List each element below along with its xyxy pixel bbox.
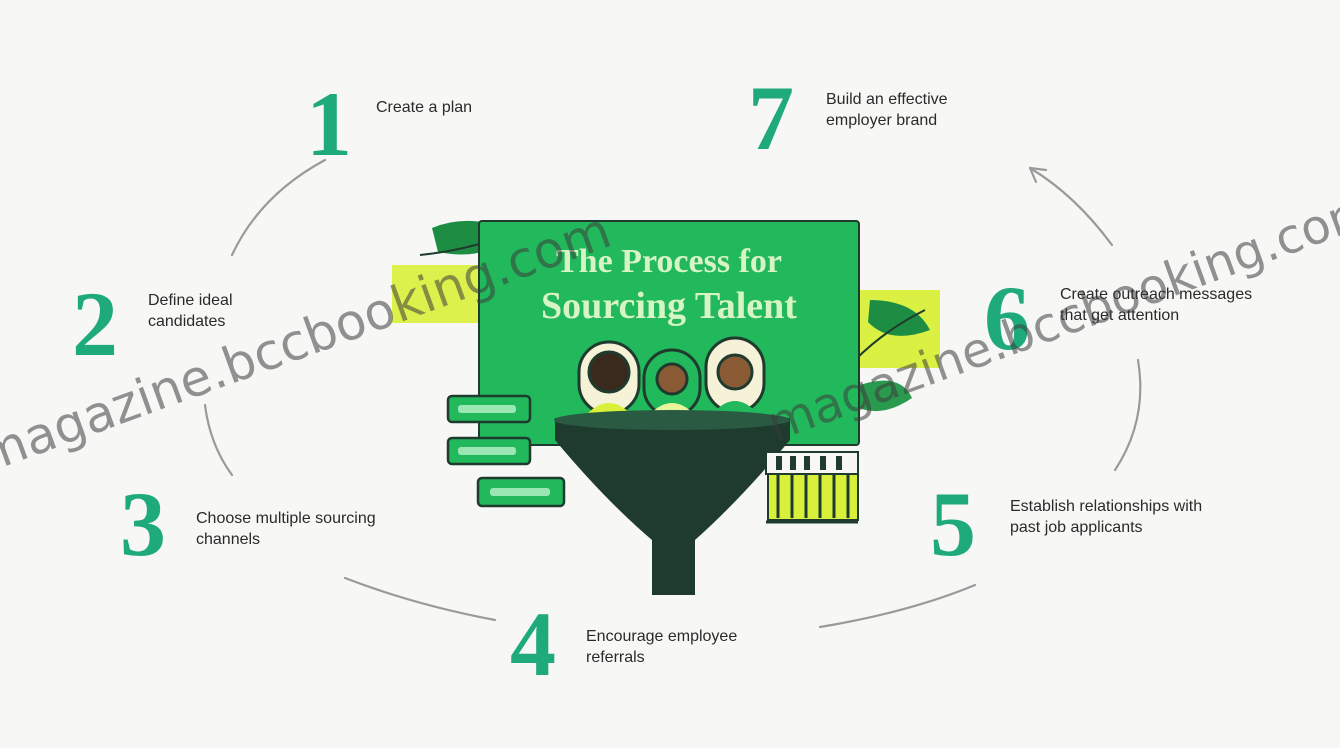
arc-3-4 — [343, 576, 497, 622]
step-number-2: 2 — [72, 273, 118, 375]
arrow-head-7 — [1028, 166, 1048, 184]
arc-1-2 — [230, 158, 327, 257]
right-leaf-1 — [852, 380, 912, 412]
step-label-3: Choose multiple sourcing channels — [196, 510, 376, 548]
step-number-4: 4 — [510, 593, 556, 695]
funnel — [555, 418, 790, 595]
step-label-4: Encourage employee referrals — [586, 628, 738, 666]
arc-2-3 — [203, 403, 234, 477]
step-number-1: 1 — [306, 73, 352, 175]
candidate-avatar-2 — [642, 348, 702, 418]
arc-5-6 — [1113, 358, 1142, 472]
title-line-2: Sourcing Talent — [541, 285, 797, 327]
arc-4-5 — [818, 583, 977, 629]
arc-6-7 — [1028, 166, 1114, 247]
step-label-7: Build an effective employer brand — [826, 91, 948, 129]
step-number-6: 6 — [984, 267, 1030, 369]
step-label-5: Establish relationships with past job ap… — [1010, 498, 1203, 536]
step-number-7: 7 — [748, 67, 794, 169]
candidate-avatar-1 — [577, 340, 641, 416]
step-number-3: 3 — [120, 473, 166, 575]
step-label-6: Create outreach messages that get attent… — [1060, 286, 1253, 324]
applicant-bars — [765, 451, 859, 524]
candidate-avatar-3 — [704, 336, 766, 414]
right-leaf-2 — [868, 300, 930, 336]
step-label-2: Define ideal candidates — [148, 292, 233, 330]
step-label-1: Create a plan — [376, 99, 473, 116]
title-line-1: The Process for — [556, 243, 782, 280]
step-number-5: 5 — [930, 473, 976, 575]
